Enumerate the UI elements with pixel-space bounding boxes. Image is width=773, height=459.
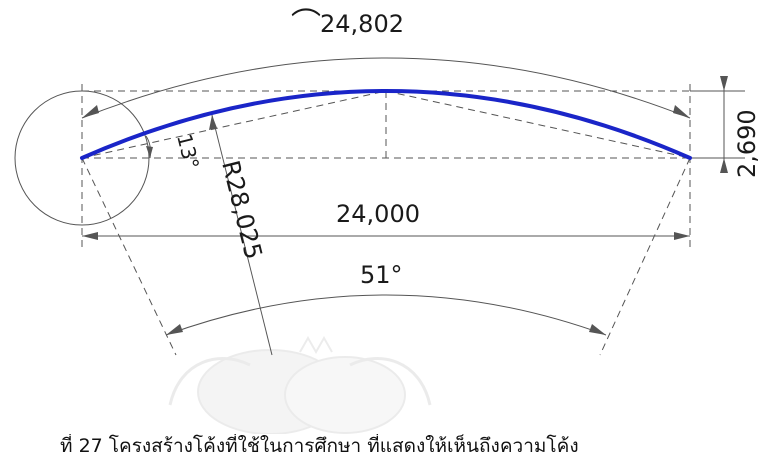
arc-arrow-left [82, 105, 99, 118]
angle-arrow-left [166, 324, 183, 335]
arc-length-label: 24,802 [320, 10, 404, 38]
right-radius-line [599, 157, 691, 356]
arc-length-symbol: ⌒ [291, 7, 321, 42]
arc-arrow-right [673, 105, 690, 118]
radius-label: R28,025 [216, 158, 268, 262]
rise-arrow-top [720, 76, 728, 91]
tangent-angle-label: 13° [172, 131, 204, 171]
blue-arch-curve [80, 89, 692, 160]
arch-geometry-drawing: ⌒ 24,802 2,690 24,000 R28,025 51° 13° [14, 7, 761, 434]
radius-arrow [209, 115, 217, 130]
right-half-chord [385, 90, 691, 159]
angle-arrow-right [589, 324, 606, 335]
rise-label: 2,690 [733, 109, 761, 178]
central-angle-arc [165, 294, 607, 336]
chord-arrow-right [674, 232, 690, 240]
arc-length-dimension [81, 57, 691, 119]
left-radius-line [81, 157, 177, 356]
chord-arrow-left [82, 232, 98, 240]
chord-label: 24,000 [336, 200, 420, 228]
figure-caption: ที่ 27 โครงสร้างโค้งที่ใช้ในการศึกษา ที่… [60, 435, 579, 457]
watermark-emblem [168, 335, 432, 434]
tangent-angle-arrow [146, 146, 153, 158]
central-angle-label: 51° [360, 261, 403, 289]
left-half-chord [81, 90, 387, 159]
rise-arrow-bottom [720, 158, 728, 173]
radius-leader [211, 114, 273, 356]
